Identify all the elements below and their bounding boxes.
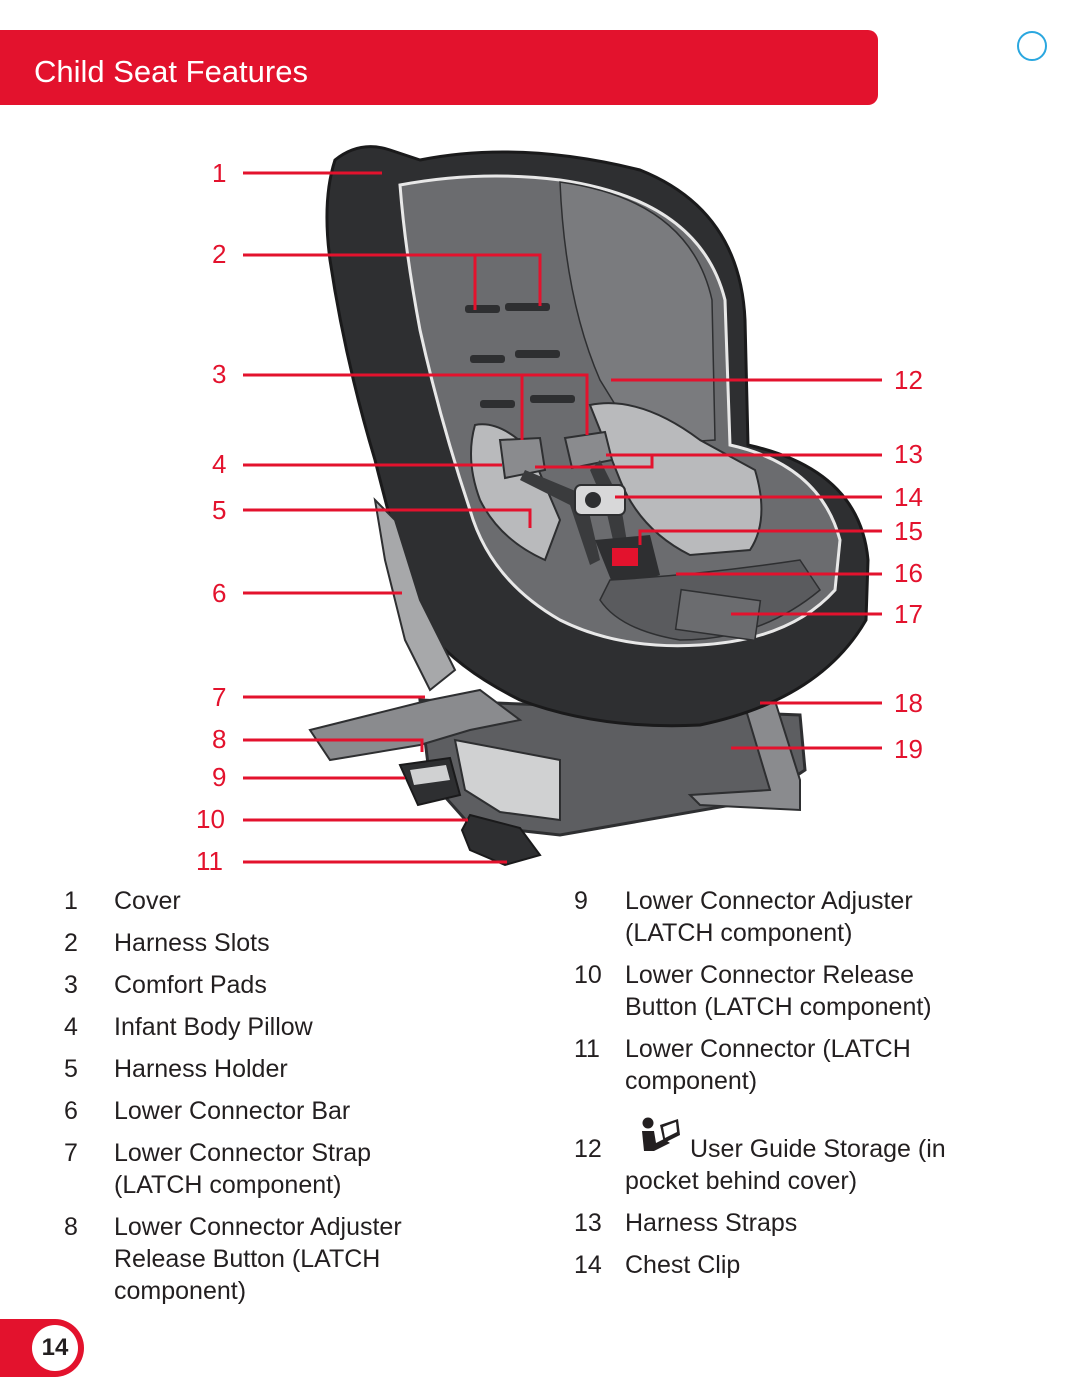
legend-label: Lower Connector (LATCH — [625, 1035, 911, 1063]
legend-item: 5 Harness Holder — [64, 1053, 484, 1085]
callout-12: 12 — [894, 365, 923, 395]
callout-16: 16 — [894, 558, 923, 588]
page-number: 14 — [32, 1325, 78, 1371]
legend-item: 2 Harness Slots — [64, 927, 484, 959]
circle-icon — [1017, 31, 1047, 61]
legend-number: 12 — [574, 1135, 602, 1163]
legend-number: 3 — [64, 971, 78, 999]
legend-label: (LATCH component) — [625, 919, 853, 947]
callout-9: 9 — [212, 762, 227, 792]
legend-item: 3 Comfort Pads — [64, 969, 484, 1001]
legend-label: Comfort Pads — [114, 971, 267, 999]
callout-2: 2 — [212, 239, 227, 269]
legend-item: 6 Lower Connector Bar — [64, 1095, 484, 1127]
legend-label: Button (LATCH component) — [625, 993, 932, 1021]
callout-5: 5 — [212, 495, 227, 525]
legend-item: 10 Lower Connector Release Button (LATCH… — [574, 959, 1054, 1023]
callout-3: 3 — [212, 359, 227, 389]
legend-label: Lower Connector Adjuster — [114, 1213, 402, 1241]
callout-18: 18 — [894, 688, 923, 718]
legend-number: 10 — [574, 961, 602, 989]
legend-number: 6 — [64, 1097, 78, 1125]
legend-label: Infant Body Pillow — [114, 1013, 313, 1041]
callout-19: 19 — [894, 734, 923, 764]
legend-label: component) — [114, 1277, 247, 1305]
legend-label: Lower Connector Bar — [114, 1097, 351, 1125]
legend-item: 1 Cover — [64, 885, 484, 917]
legend-number: 7 — [64, 1139, 78, 1167]
legend-label: component) — [625, 1067, 758, 1095]
legend-label: Cover — [114, 887, 181, 915]
legend-item: 7 Lower Connector Strap (LATCH component… — [64, 1137, 484, 1201]
callout-14: 14 — [894, 482, 923, 512]
legend-label: Release Button (LATCH — [114, 1245, 381, 1273]
legend-number: 4 — [64, 1013, 78, 1041]
reading-manual-icon — [642, 1117, 680, 1151]
legend-number: 1 — [64, 887, 78, 915]
legend-label: Harness Straps — [625, 1209, 798, 1237]
legend-label: Chest Clip — [625, 1251, 741, 1279]
legend-label: Harness Holder — [114, 1055, 288, 1083]
car-seat-figure: 1 2 3 4 5 6 7 8 9 10 11 12 13 14 15 16 1… — [0, 130, 1080, 890]
legend-label: (LATCH component) — [114, 1171, 342, 1199]
callout-6: 6 — [212, 578, 227, 608]
legend-label: pocket behind cover) — [625, 1167, 858, 1195]
legend-item: 12 User Guide Storage (in pocket behind … — [574, 1117, 1054, 1197]
legend-number: 14 — [574, 1251, 602, 1279]
callout-13: 13 — [894, 439, 923, 469]
legend-label: Lower Connector Release — [625, 961, 915, 989]
legend-item: 9 Lower Connector Adjuster (LATCH compon… — [574, 885, 1054, 949]
header-banner: Child Seat Features — [0, 30, 878, 105]
callout-15: 15 — [894, 516, 923, 546]
callout-10: 10 — [196, 804, 225, 834]
legend-item: 8 Lower Connector Adjuster Release Butto… — [64, 1211, 484, 1307]
legend-item: 14 Chest Clip — [574, 1249, 1054, 1281]
legend-item: 11 Lower Connector (LATCH component) — [574, 1033, 1054, 1097]
legend-item: 4 Infant Body Pillow — [64, 1011, 484, 1043]
page-title: Child Seat Features — [34, 54, 308, 89]
legend-label: Lower Connector Strap — [114, 1139, 372, 1167]
legend-label: Lower Connector Adjuster — [625, 887, 913, 915]
car-seat-illustration — [243, 145, 882, 867]
callout-4: 4 — [212, 449, 227, 479]
legend-label: User Guide Storage (in — [690, 1135, 946, 1163]
callout-8: 8 — [212, 724, 227, 754]
legend-number: 11 — [574, 1035, 600, 1063]
legend-number: 5 — [64, 1055, 78, 1083]
legend-number: 8 — [64, 1213, 78, 1241]
legend-number: 13 — [574, 1209, 602, 1237]
callout-11: 11 — [196, 846, 223, 876]
callout-7: 7 — [212, 682, 227, 712]
callout-1: 1 — [212, 158, 227, 188]
callout-17: 17 — [894, 599, 923, 629]
legend-item: 13 Harness Straps — [574, 1207, 1054, 1239]
legend-number: 2 — [64, 929, 78, 957]
legend-number: 9 — [574, 887, 588, 915]
legend-label: Harness Slots — [114, 929, 270, 957]
page-number-badge: 14 — [0, 1319, 84, 1377]
